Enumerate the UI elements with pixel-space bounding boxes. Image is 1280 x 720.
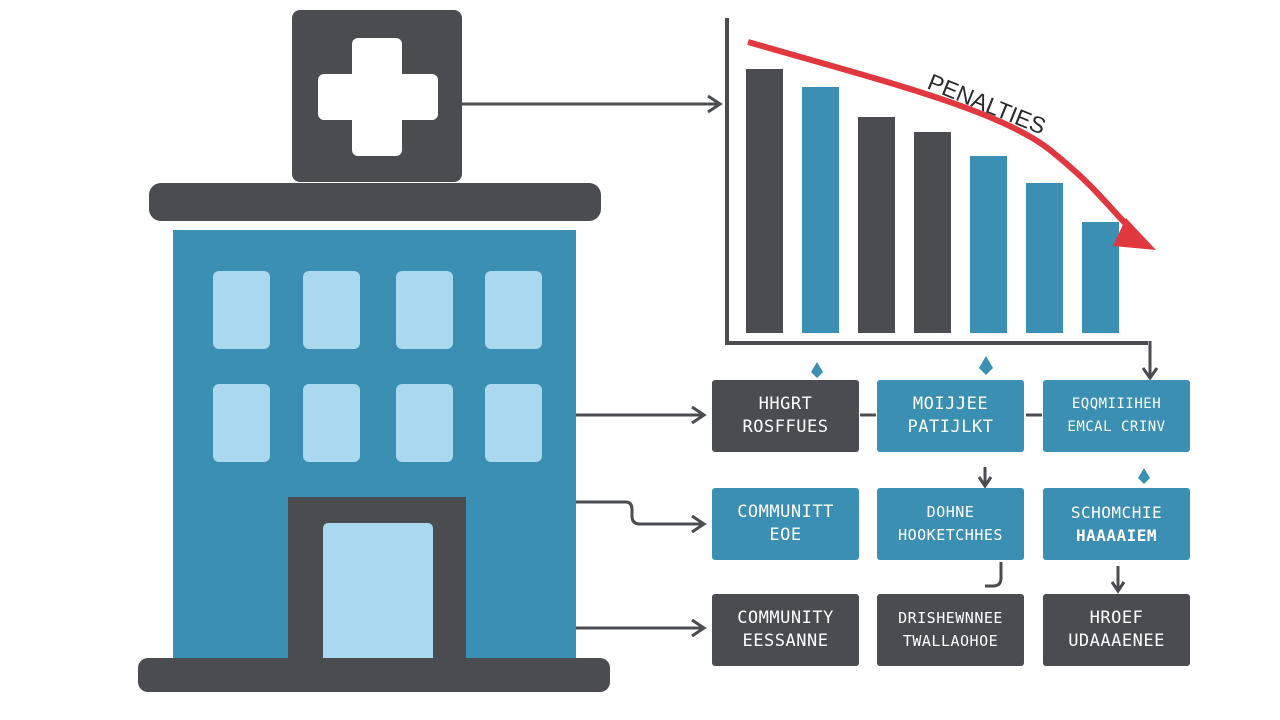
connector-line <box>576 500 703 526</box>
penalties-label: PENALTIES <box>924 69 1049 140</box>
roof <box>149 183 601 221</box>
arrow-head <box>707 94 723 114</box>
box-line: HAAAAIEM <box>1075 526 1158 545</box>
box-line: ROSFFUES <box>742 417 829 437</box>
box-line: DOHNE <box>926 503 975 521</box>
box-line: EMCAL CRINV <box>1067 419 1166 435</box>
box-r3c1: COMMUNITY EESSANNE <box>712 594 859 666</box>
window <box>303 271 360 349</box>
box-line: COMMUNITY <box>737 608 834 628</box>
box-line: PATIJLKT <box>907 417 994 437</box>
box-r1c1: HHGRT ROSFFUES <box>712 380 859 452</box>
bar-5 <box>1026 183 1063 333</box>
marker <box>979 356 993 375</box>
window <box>396 271 453 349</box>
bar-series <box>746 69 1119 333</box>
penalty-trend-arrow <box>747 39 1143 241</box>
arrow-head <box>691 618 707 638</box>
arrow-head <box>977 476 993 489</box>
bar-4 <box>970 156 1007 333</box>
hospital-building-icon <box>138 10 610 692</box>
box-line: EQQMIIIHEH <box>1071 396 1162 412</box>
box-line: MOIJJEE <box>912 394 989 414</box>
chart-axes <box>725 18 1148 345</box>
window <box>213 271 270 349</box>
box-r1c2: MOIJJEE PATIJLKT <box>877 380 1024 452</box>
box-r3c2: DRISHEWNNEE TWALLAOHOE <box>877 594 1024 666</box>
arrow-head <box>1141 367 1159 381</box>
window <box>303 384 360 462</box>
box-line: HOOKETCHHES <box>898 526 1003 544</box>
box-line: EESSANNE <box>742 631 829 651</box>
window <box>213 384 270 462</box>
arrow-head <box>691 405 707 425</box>
box-r3c3: HROEF UDAAAENEE <box>1043 594 1190 666</box>
arrow-head <box>1110 581 1126 594</box>
connectors <box>462 94 1159 638</box>
box-r2c3: SCHOMCHIE HAAAAIEM <box>1043 488 1190 560</box>
box-r2c1: COMMUNITT EOE <box>712 488 859 560</box>
window <box>485 271 542 349</box>
bar-2 <box>858 117 895 333</box>
box-line: EOE <box>769 525 802 545</box>
box-r1c3: EQQMIIIHEH EMCAL CRINV <box>1043 380 1190 452</box>
marker <box>811 362 823 378</box>
connector-line <box>985 562 1003 588</box>
box-line: TWALLAOHOE <box>902 632 999 650</box>
window <box>396 384 453 462</box>
connector-markers <box>811 356 1150 484</box>
box-line: UDAAAENEE <box>1068 631 1165 651</box>
box-line: DRISHEWNNEE <box>898 609 1003 627</box>
arrow-head <box>691 514 707 534</box>
box-r2c2: DOHNE HOOKETCHHES <box>877 488 1024 560</box>
box-line: HROEF <box>1089 608 1144 628</box>
marker <box>1138 468 1150 484</box>
window <box>485 384 542 462</box>
bar-6 <box>1082 222 1119 333</box>
bar-1 <box>802 87 839 333</box>
trend-arrow-head <box>1113 218 1156 250</box>
penalties-chart: PENALTIES <box>725 18 1156 345</box>
box-line: COMMUNITT <box>737 502 834 522</box>
box-line: HHGRT <box>758 394 813 414</box>
bar-3 <box>914 132 951 333</box>
medical-cross-icon <box>318 38 438 156</box>
door <box>323 523 433 669</box>
bar-0 <box>746 69 783 333</box>
box-line: SCHOMCHIE <box>1070 503 1163 522</box>
building-base <box>138 658 610 692</box>
